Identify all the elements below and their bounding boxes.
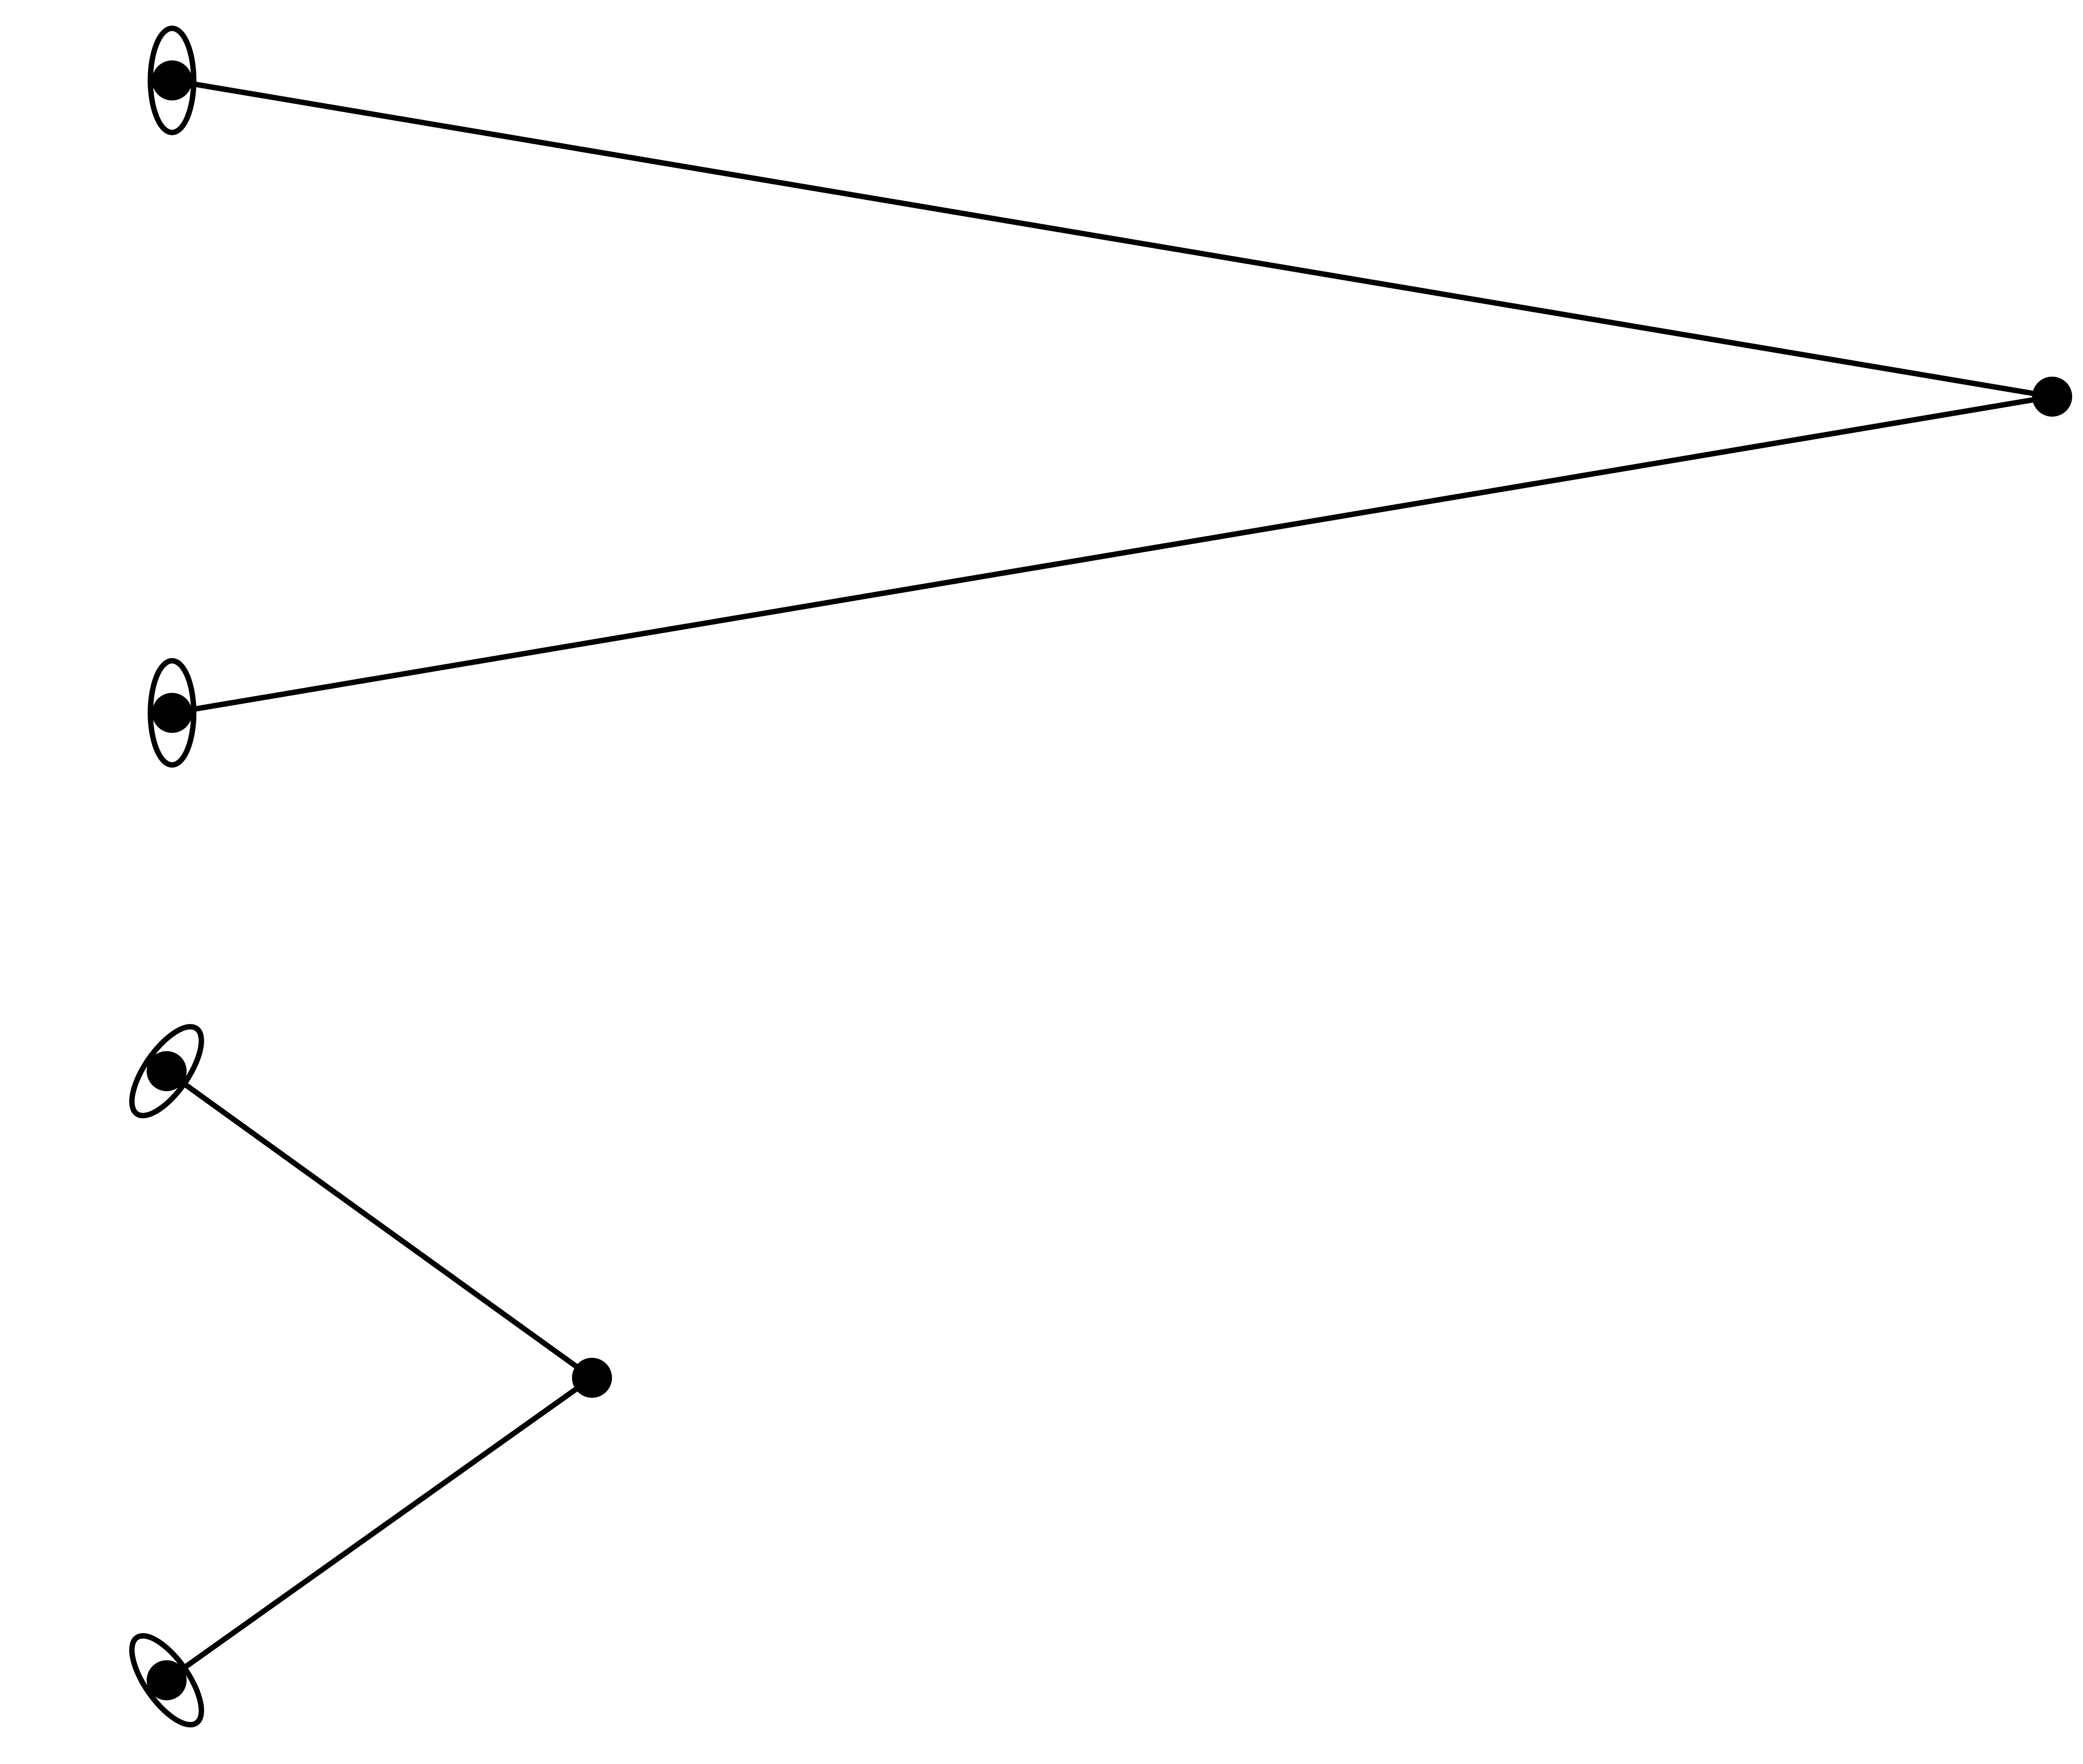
node-a3 xyxy=(2032,377,2072,417)
node-b2 xyxy=(147,1660,187,1700)
self-loop-b2 xyxy=(129,1633,204,1728)
node-b1 xyxy=(147,1051,187,1091)
edge-b2-b3 xyxy=(164,1375,595,1683)
nodes-layer xyxy=(147,60,2072,1700)
edges-layer xyxy=(164,77,2055,1683)
self-loop-a2 xyxy=(147,658,197,768)
self-loop-a1 xyxy=(147,25,197,135)
self-loops-layer xyxy=(129,25,204,1728)
edge-b1-b3 xyxy=(164,1068,595,1381)
edge-a2-a3 xyxy=(169,394,2055,716)
node-a1 xyxy=(152,60,192,100)
edge-a1-a3 xyxy=(169,77,2055,400)
node-b3 xyxy=(572,1358,612,1398)
node-a2 xyxy=(152,693,192,733)
self-loop-b1 xyxy=(129,1024,204,1119)
